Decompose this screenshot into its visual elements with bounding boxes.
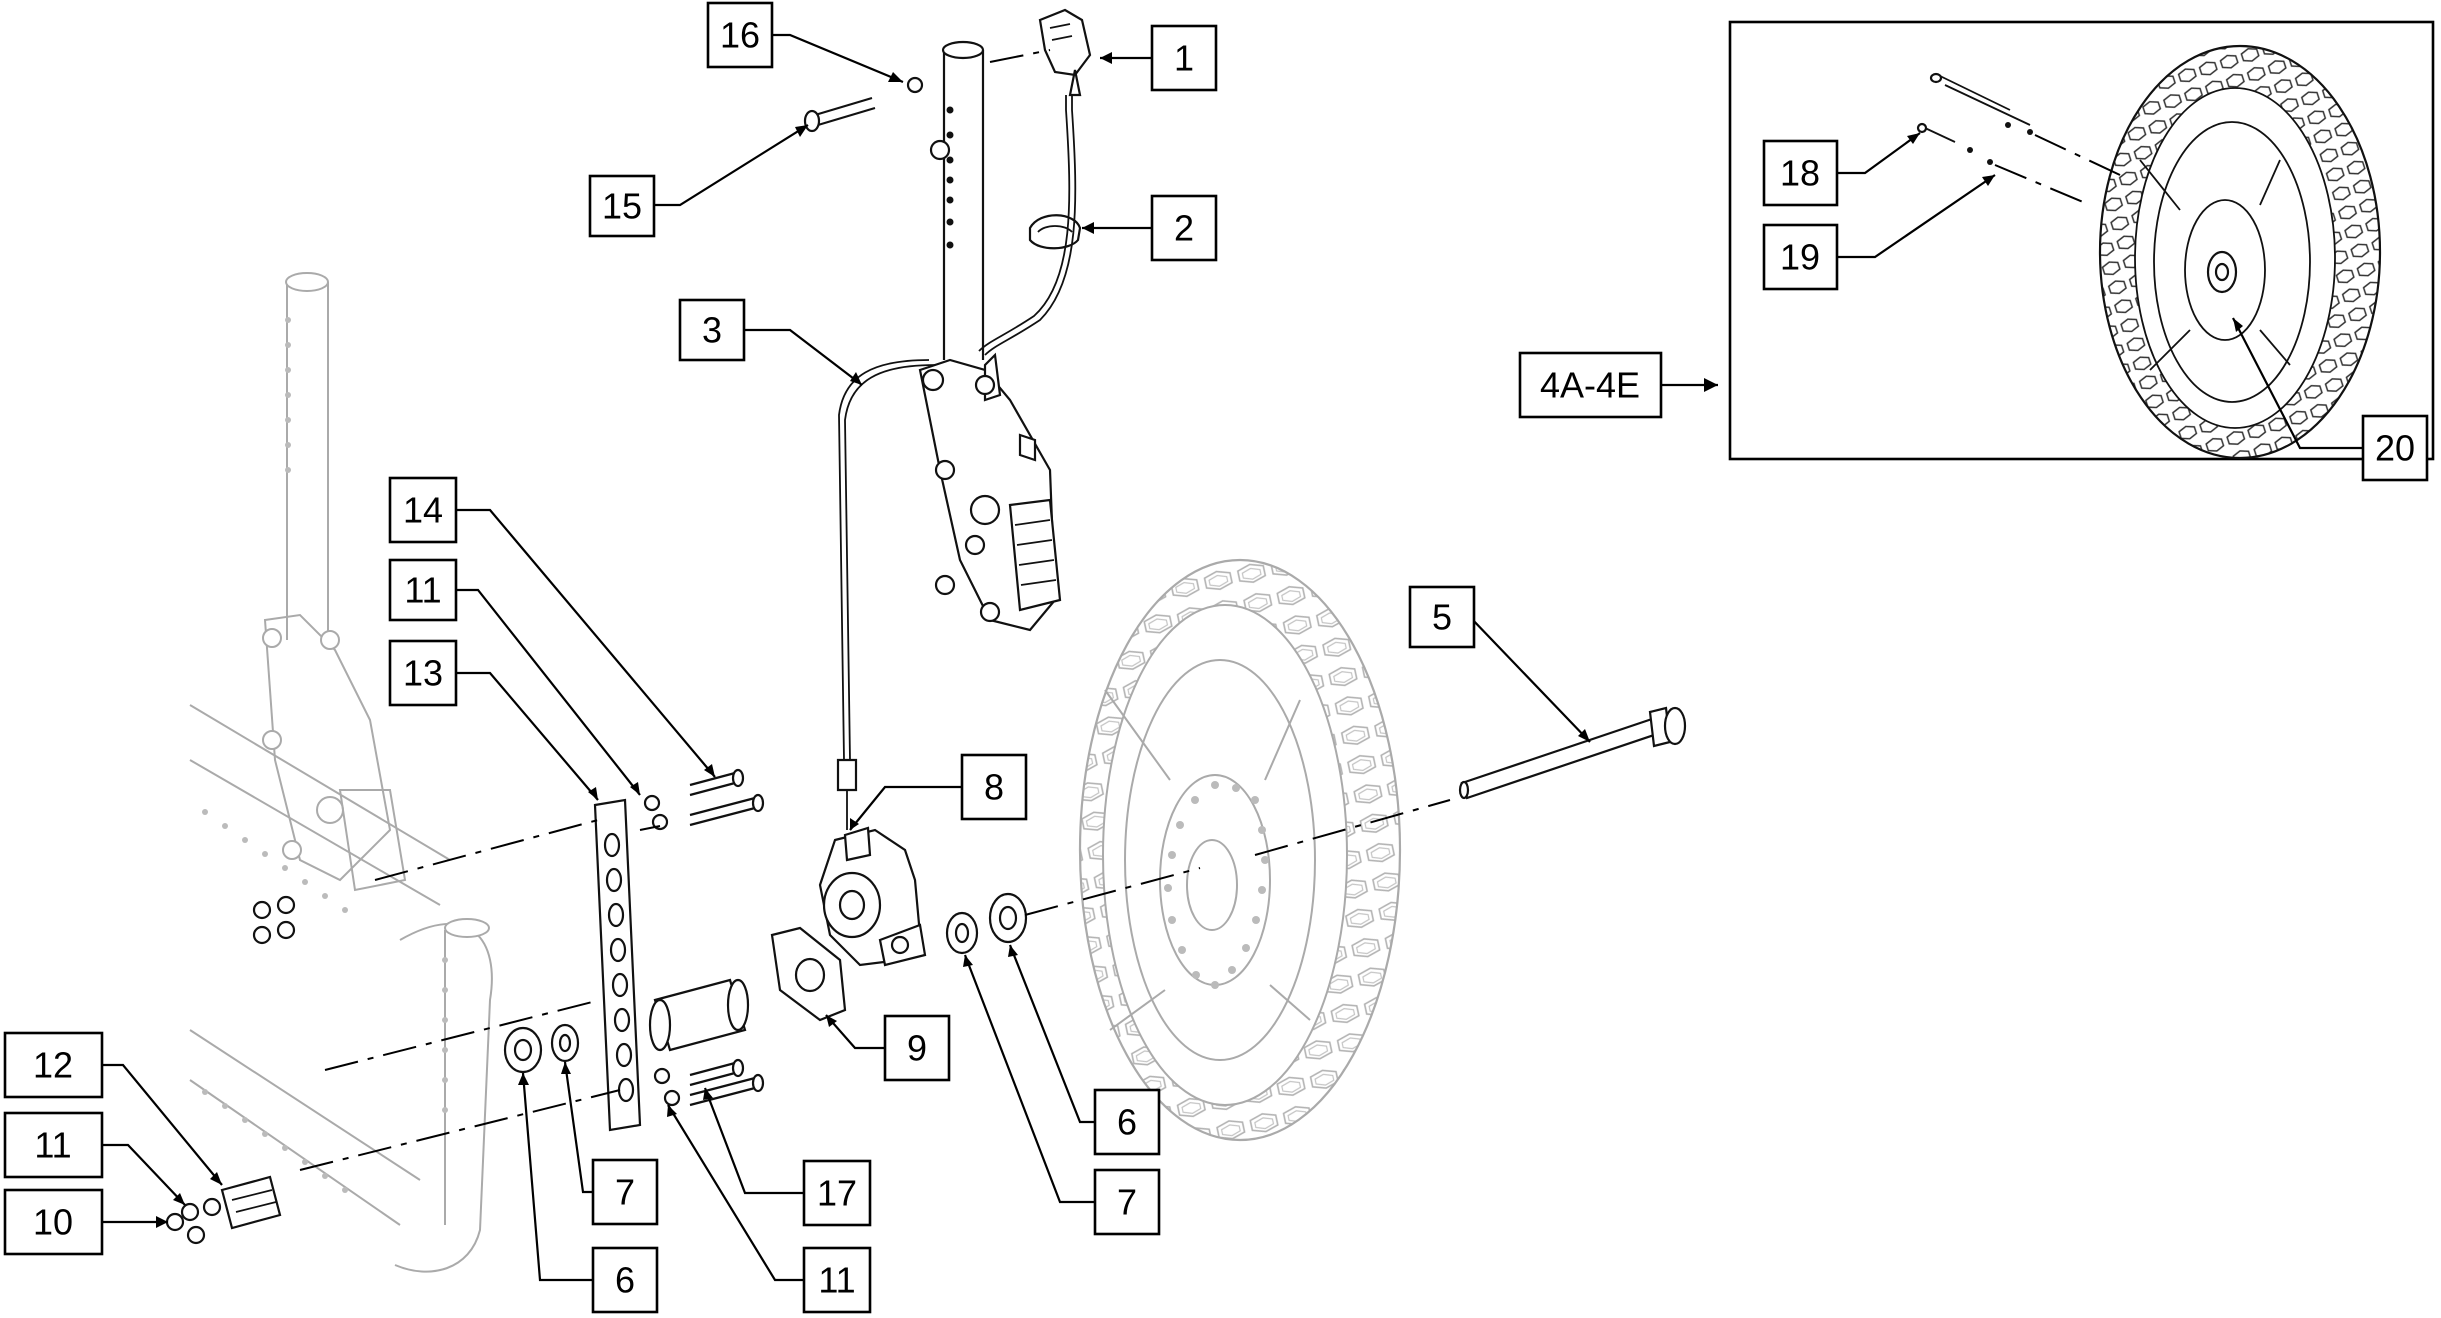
brake-lever [1038, 8, 1092, 97]
callout-20: 20 [2361, 414, 2429, 482]
svg-text:1: 1 [1174, 38, 1194, 79]
axle-bolt [1458, 706, 1687, 800]
wheel-lock-housing [818, 826, 927, 967]
callout-7-left: 7 [591, 1158, 659, 1226]
svg-text:20: 20 [2375, 428, 2415, 469]
brake-cable [836, 95, 1077, 830]
assembly-centerlines [299, 49, 1451, 1171]
svg-text:7: 7 [615, 1172, 635, 1213]
caster-fork-assembly [918, 40, 1062, 632]
callout-6-right: 6 [1093, 1088, 1161, 1156]
callout-19: 19 [1762, 223, 1839, 291]
frame-tube-holes [285, 317, 291, 473]
callout-14: 14 [388, 476, 458, 544]
svg-text:6: 6 [1117, 1102, 1137, 1143]
svg-text:18: 18 [1780, 153, 1820, 194]
svg-text:11: 11 [818, 1260, 855, 1301]
drive-wheel [1078, 558, 1402, 1142]
svg-text:8: 8 [984, 767, 1004, 808]
callout-3: 3 [678, 298, 746, 362]
callout-11-bottom: 11 [802, 1246, 872, 1314]
inset-wheel [1916, 44, 2382, 460]
fastener-hardware [165, 76, 1028, 1245]
svg-text:19: 19 [1780, 237, 1820, 278]
svg-text:17: 17 [817, 1173, 857, 1214]
svg-text:11: 11 [404, 570, 441, 611]
svg-text:4A-4E: 4A-4E [1540, 365, 1640, 406]
callout-4a-4e: 4A-4E [1518, 351, 1663, 419]
callout-17: 17 [802, 1159, 872, 1227]
svg-text:7: 7 [1117, 1182, 1137, 1223]
mounting-bracket [770, 926, 847, 1022]
callout-1: 1 [1150, 24, 1218, 92]
callout-18: 18 [1762, 139, 1839, 207]
svg-text:10: 10 [33, 1202, 73, 1243]
leader-arrowheads [156, 52, 2243, 1228]
svg-text:3: 3 [702, 310, 722, 351]
callout-10: 10 [3, 1188, 104, 1256]
svg-text:5: 5 [1432, 597, 1452, 638]
adapter-plate [593, 798, 642, 1132]
svg-text:2: 2 [1174, 208, 1194, 249]
svg-text:11: 11 [34, 1125, 71, 1166]
spacer-tube [648, 978, 750, 1052]
svg-text:14: 14 [403, 490, 443, 531]
callout-11-left: 11 [3, 1111, 104, 1179]
svg-text:13: 13 [403, 653, 443, 694]
callout-11-top: 11 [388, 558, 458, 622]
callout-9: 9 [883, 1014, 951, 1082]
svg-text:6: 6 [615, 1260, 635, 1301]
callout-8: 8 [960, 753, 1028, 821]
svg-text:15: 15 [602, 186, 642, 227]
svg-text:12: 12 [33, 1045, 73, 1086]
callout-2: 2 [1150, 194, 1218, 262]
svg-text:16: 16 [720, 15, 760, 56]
inset-frame [1728, 20, 2435, 461]
callout-5: 5 [1408, 585, 1476, 649]
callout-12: 12 [3, 1031, 104, 1099]
svg-text:9: 9 [907, 1028, 927, 1069]
callout-6-left: 6 [591, 1246, 659, 1314]
callout-7-right: 7 [1093, 1168, 1161, 1236]
callout-15: 15 [588, 174, 656, 238]
callout-13: 13 [388, 639, 458, 707]
wheelchair-frame [189, 272, 493, 1273]
callout-16: 16 [706, 1, 774, 69]
